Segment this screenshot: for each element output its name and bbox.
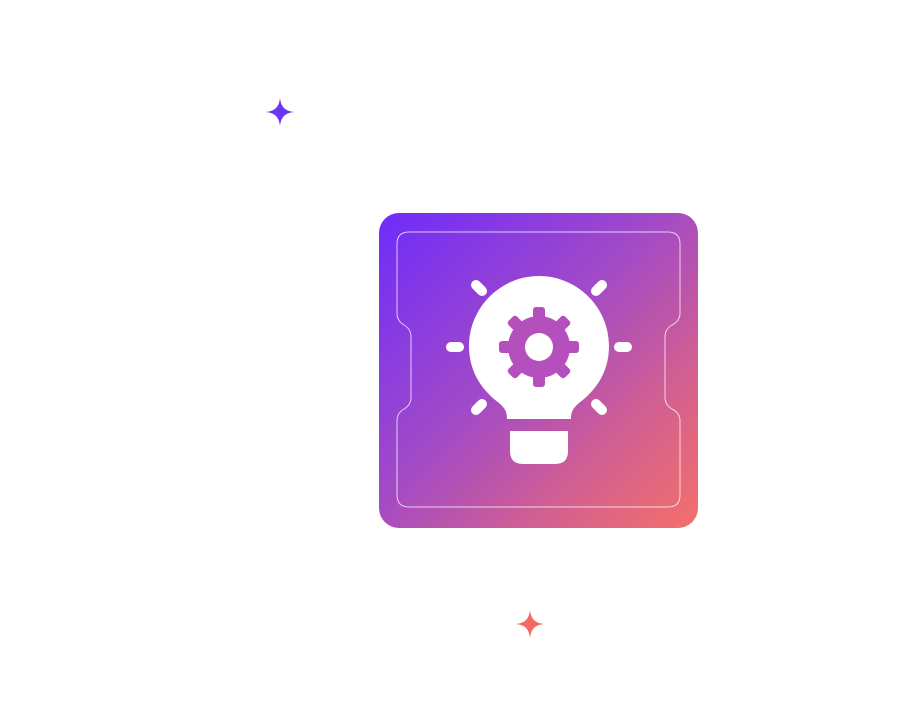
- idea-tile: [379, 213, 698, 528]
- lightbulb-gear-icon: [446, 276, 632, 464]
- sparkle-icon: [516, 610, 544, 638]
- sparkle-icon: [266, 98, 294, 126]
- tile-inner-border: [396, 231, 681, 508]
